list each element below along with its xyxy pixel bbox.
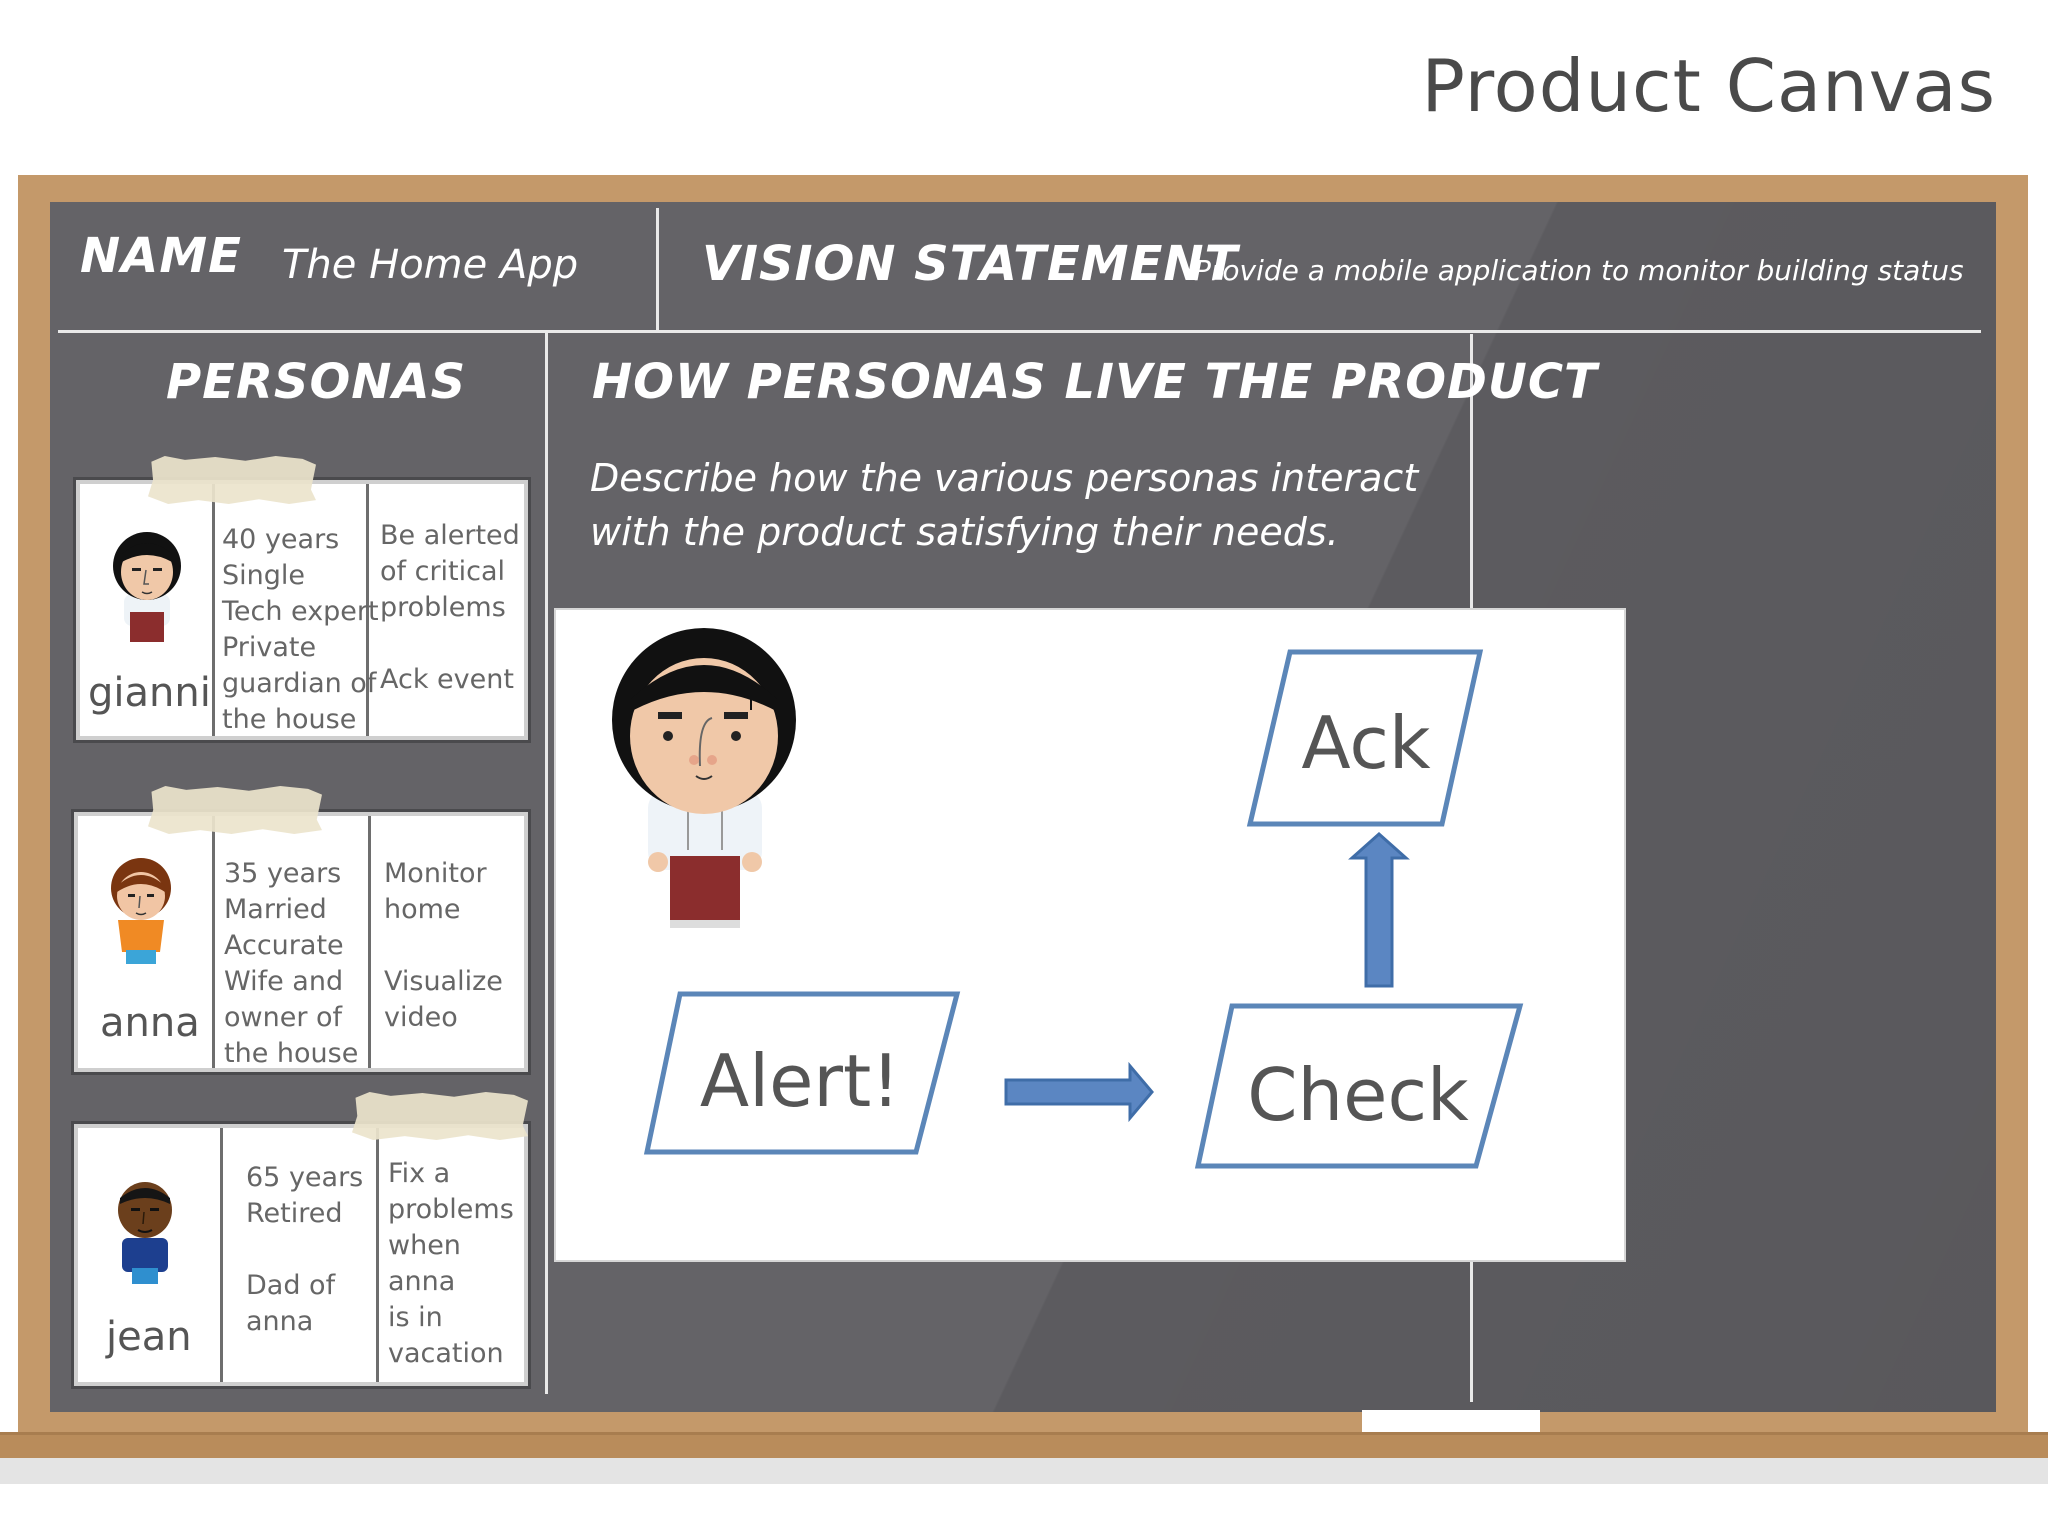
divider-name-vision [656, 208, 659, 332]
trait: 40 years [222, 524, 340, 555]
need: Visualize [384, 966, 503, 997]
persona-needs: Monitor home Visualize video [384, 856, 503, 1036]
vision-statement: Provide a mobile application to monitor … [1194, 254, 1964, 287]
trait: 35 years [224, 858, 342, 889]
avatar-gianni [113, 532, 181, 642]
persona-name: jean [106, 1314, 192, 1360]
page-title: Product Canvas [1421, 44, 1996, 128]
card-divider [368, 816, 371, 1068]
card-divider [366, 484, 369, 736]
need [384, 928, 503, 964]
persona-needs: Fix a problems when anna is in vacation [388, 1156, 524, 1372]
persona-traits: 35 years Married Accurate Wife and owner… [224, 856, 358, 1072]
trait: Private [222, 632, 317, 663]
need [380, 626, 520, 662]
how-description-line1: Describe how the various personas intera… [590, 456, 1419, 500]
trait: Single [222, 560, 306, 591]
name-label: NAME [80, 228, 242, 284]
persona-name: gianni [88, 670, 211, 716]
trait: Accurate [224, 930, 344, 961]
divider-personas [545, 332, 548, 1394]
trait: Tech expert [222, 596, 379, 627]
need: problems [380, 592, 506, 623]
card-divider [212, 816, 215, 1068]
trait: Retired [246, 1198, 343, 1229]
trait: the house [224, 1038, 359, 1069]
need: home [384, 894, 461, 925]
need: Fix a [388, 1158, 451, 1189]
need: of critical [380, 556, 506, 587]
persona-traits: 40 years Single Tech expert Private guar… [222, 522, 379, 738]
how-heading: HOW PERSONAS LIVE THE PRODUCT [592, 354, 1598, 410]
trait: anna [246, 1306, 314, 1337]
persona-needs: Be alerted of critical problems Ack even… [380, 518, 520, 698]
persona-card-jean: jean 65 years Retired Dad of anna Fix a … [74, 1124, 528, 1386]
trait: Wife and [224, 966, 344, 997]
need: vacation [388, 1338, 504, 1369]
divider-top-horizontal [58, 330, 1981, 333]
trait [246, 1232, 363, 1268]
persona-card-anna: anna 35 years Married Accurate Wife and … [74, 812, 528, 1072]
card-divider [376, 1128, 379, 1382]
need: video [384, 1002, 458, 1033]
chalk-piece [1362, 1410, 1540, 1432]
trait: 65 years [246, 1162, 364, 1193]
persona-name: anna [100, 1000, 200, 1046]
tape [148, 786, 322, 834]
trait: guardian of [222, 668, 377, 699]
how-description-line2: with the product satisfying their needs. [590, 510, 1339, 554]
app-name: The Home App [282, 242, 579, 288]
persona-card-gianni: gianni 40 years Single Tech expert Priva… [76, 480, 528, 740]
avatar-anna [111, 858, 171, 964]
trait: Dad of [246, 1270, 336, 1301]
need: Monitor [384, 858, 487, 889]
need: when anna [388, 1230, 461, 1297]
flow-panel [554, 608, 1626, 1262]
tape [148, 456, 316, 504]
chalkboard-ledge [0, 1432, 2048, 1458]
need: problems [388, 1194, 514, 1225]
need: is in [388, 1302, 443, 1333]
trait: owner of [224, 1002, 343, 1033]
vision-label: VISION STATEMENT [702, 236, 1239, 292]
need: Be alerted [380, 520, 520, 551]
need: Ack event [380, 664, 514, 695]
trait: the house [222, 704, 357, 735]
trait: Married [224, 894, 327, 925]
tape [352, 1092, 528, 1140]
persona-traits: 65 years Retired Dad of anna [246, 1160, 363, 1340]
avatar-jean [118, 1182, 172, 1284]
ledge-shadow [0, 1458, 2048, 1484]
card-divider [220, 1128, 223, 1382]
card-divider [212, 484, 215, 736]
personas-heading: PERSONAS [166, 354, 467, 410]
